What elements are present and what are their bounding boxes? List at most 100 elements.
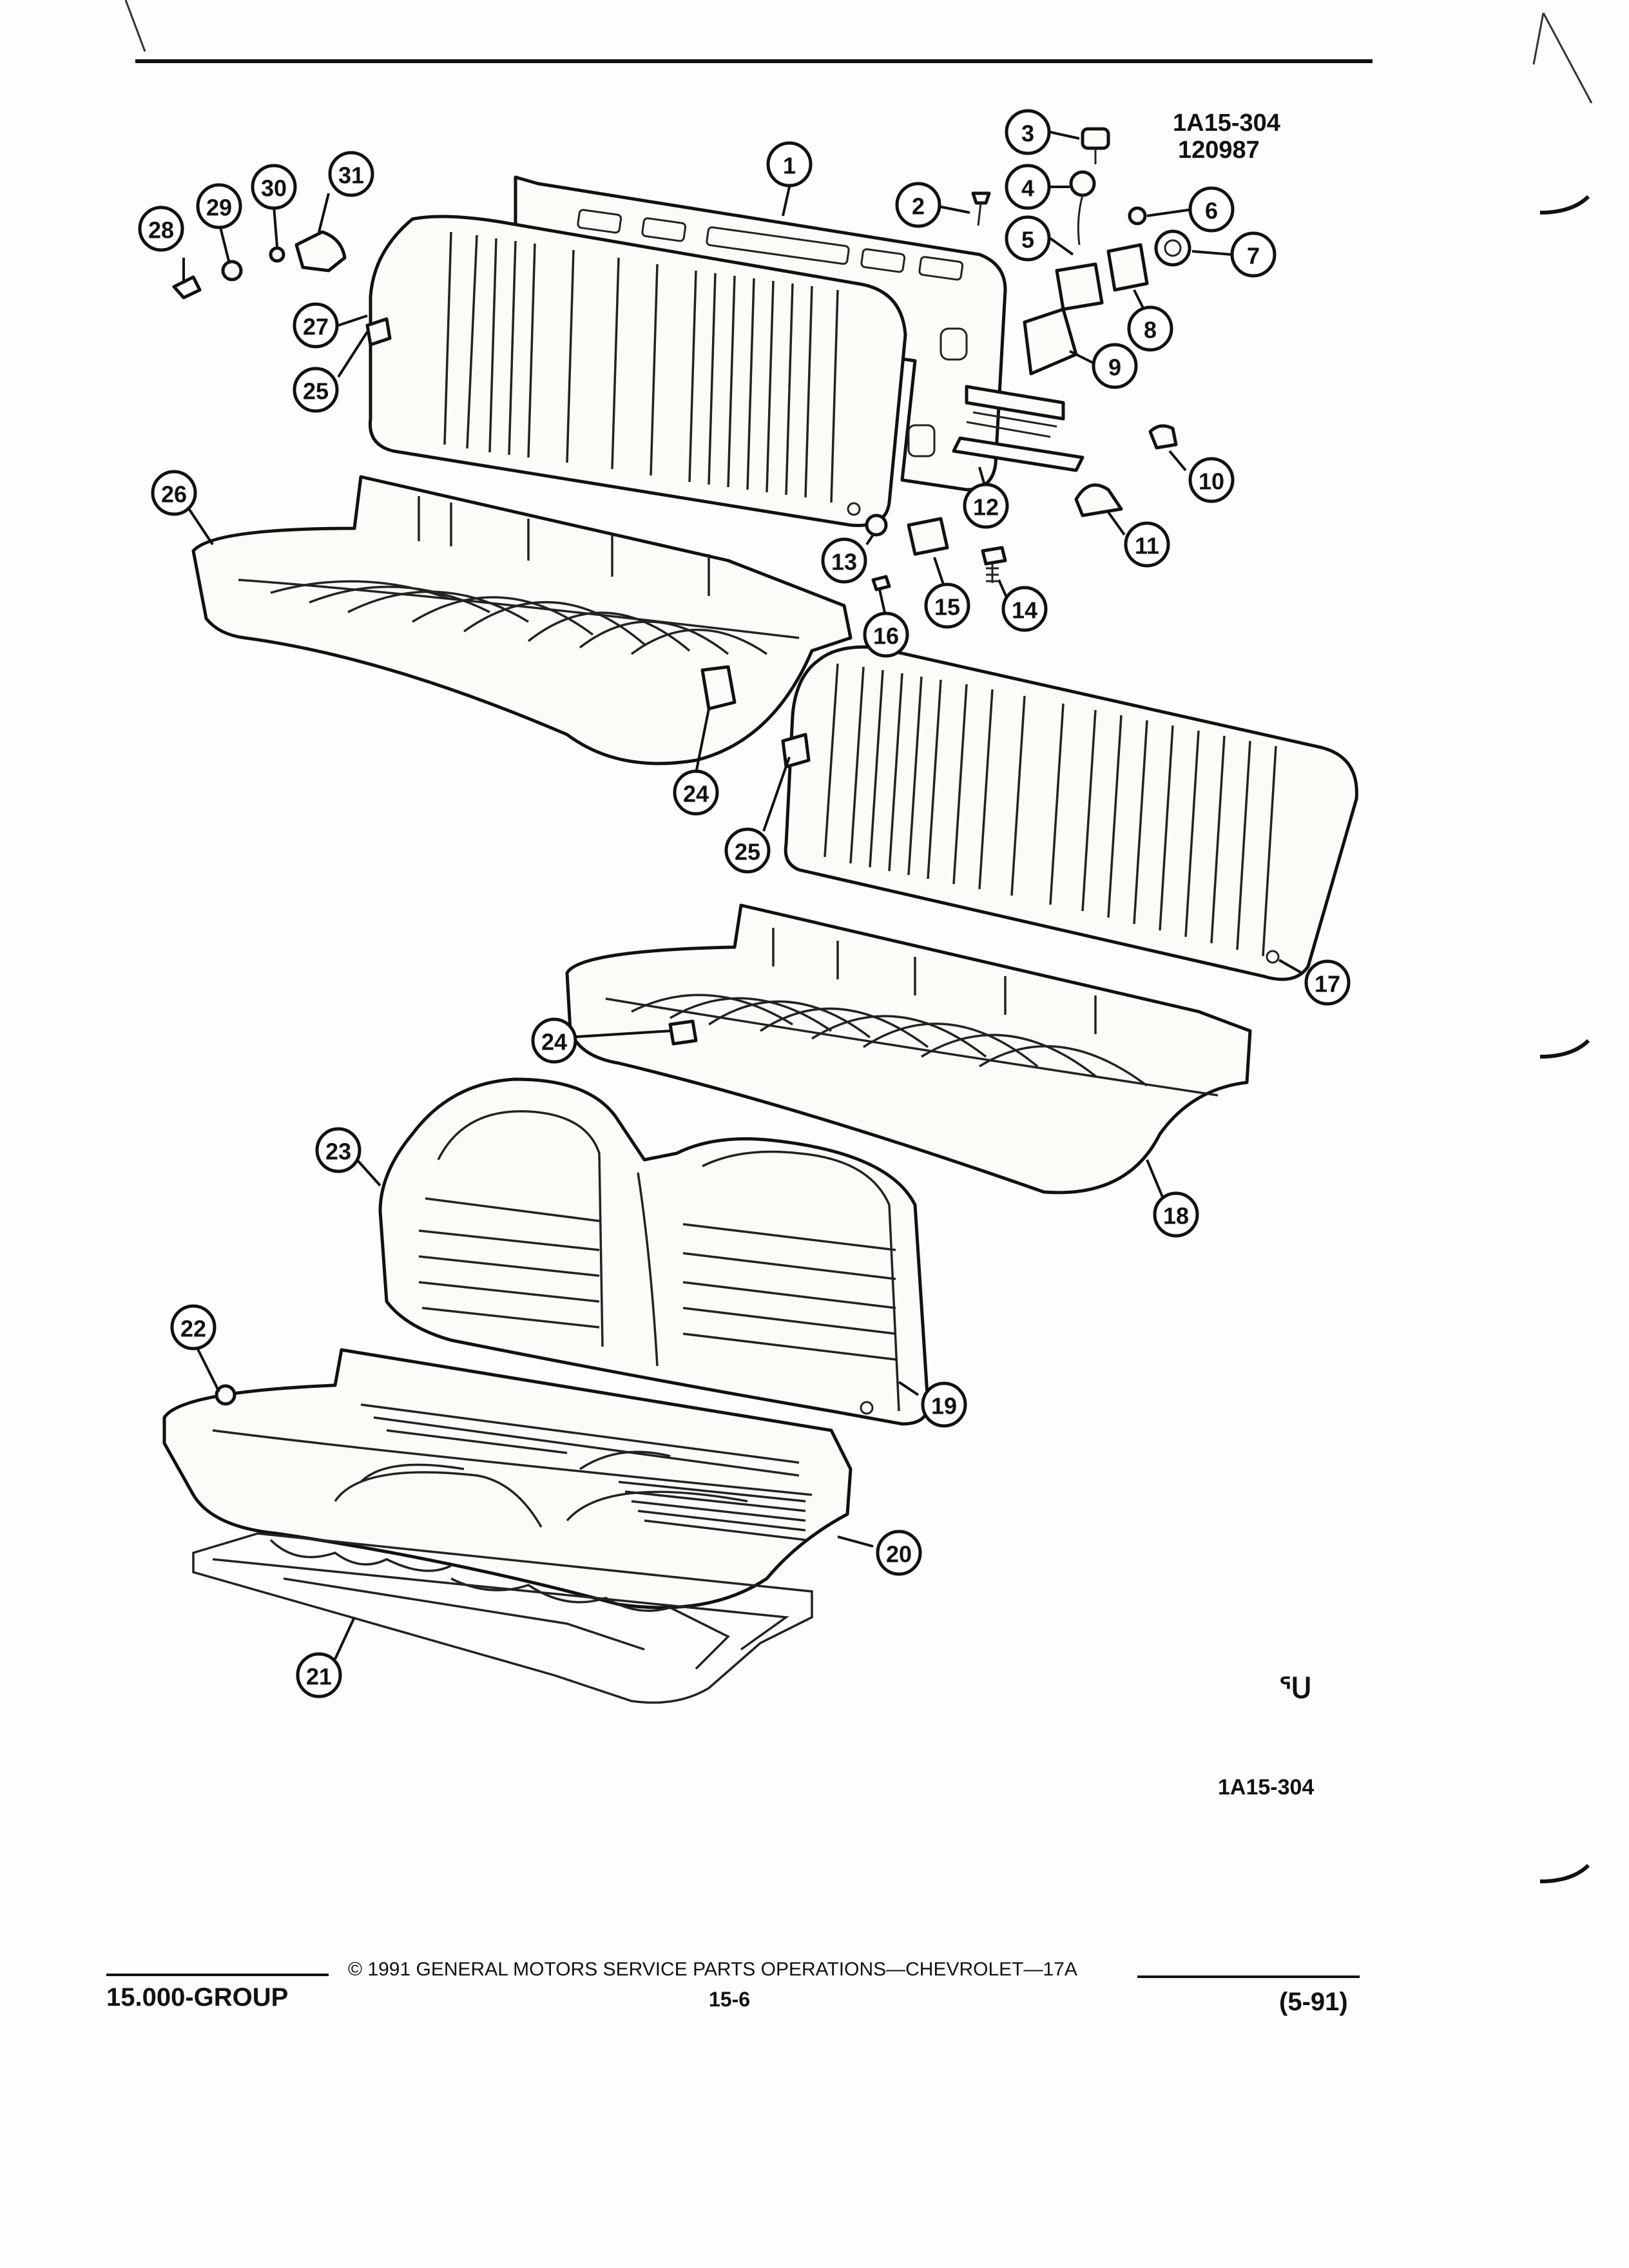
part-10-clip bbox=[1148, 424, 1178, 450]
callout-10: 10 bbox=[1188, 457, 1235, 503]
lower-seat-back bbox=[378, 1077, 930, 1426]
svg-text:22: 22 bbox=[180, 1316, 206, 1342]
callout-4: 4 bbox=[1005, 164, 1051, 210]
svg-text:25: 25 bbox=[735, 839, 760, 865]
part-28-bolt bbox=[172, 275, 202, 300]
callout-21: 21 bbox=[296, 1652, 342, 1698]
figure-number-header: 120987 bbox=[1178, 137, 1260, 164]
svg-text:9: 9 bbox=[1108, 354, 1121, 381]
svg-text:6: 6 bbox=[1205, 198, 1218, 224]
svg-text:25: 25 bbox=[303, 378, 329, 405]
part-8-plate bbox=[1106, 243, 1149, 292]
hardware-parts bbox=[172, 127, 1191, 591]
callout-7: 7 bbox=[1230, 231, 1277, 278]
svg-text:26: 26 bbox=[161, 481, 187, 508]
callout-24-upper: 24 bbox=[673, 769, 719, 816]
svg-text:11: 11 bbox=[1135, 533, 1159, 559]
callout-27: 27 bbox=[293, 302, 339, 349]
svg-text:28: 28 bbox=[148, 217, 174, 244]
part-9-latch bbox=[1023, 307, 1078, 376]
part-30-nut bbox=[269, 246, 285, 263]
part-14-bolt bbox=[981, 546, 1007, 566]
svg-text:13: 13 bbox=[831, 549, 857, 575]
svg-text:2: 2 bbox=[912, 193, 925, 220]
part-25-clip-upper bbox=[365, 317, 392, 347]
leader-lines bbox=[182, 131, 1302, 1660]
callout-22: 22 bbox=[170, 1304, 217, 1350]
svg-text:17: 17 bbox=[1315, 971, 1340, 997]
svg-text:27: 27 bbox=[303, 314, 329, 340]
svg-text:3: 3 bbox=[1021, 120, 1034, 147]
callout-15: 15 bbox=[924, 582, 970, 629]
figure-id-header: 1A15-304 bbox=[1173, 110, 1280, 137]
mark-symbol: ᕐᑌ bbox=[1279, 1673, 1312, 1704]
binder-hole-mark bbox=[1539, 195, 1590, 215]
callout-29: 29 bbox=[196, 183, 242, 229]
svg-text:21: 21 bbox=[306, 1664, 332, 1690]
callout-9: 9 bbox=[1092, 343, 1138, 389]
svg-text:18: 18 bbox=[1163, 1203, 1189, 1229]
callout-18: 18 bbox=[1153, 1191, 1199, 1238]
part-5-cable bbox=[1077, 195, 1084, 245]
callout-26: 26 bbox=[151, 470, 197, 516]
callout-16: 16 bbox=[863, 611, 909, 658]
lower-seat-cushion bbox=[162, 1348, 853, 1610]
callout-23: 23 bbox=[315, 1127, 361, 1173]
svg-text:20: 20 bbox=[886, 1541, 912, 1568]
callout-2: 2 bbox=[895, 182, 941, 228]
callout-5: 5 bbox=[1005, 215, 1051, 262]
scan-edge-mark bbox=[1532, 12, 1545, 65]
middle-seat-back bbox=[781, 645, 1358, 981]
part-15-spacer bbox=[907, 517, 949, 556]
footer-page-number: 15-6 bbox=[709, 1988, 751, 2011]
svg-text:14: 14 bbox=[1012, 597, 1037, 624]
callout-30: 30 bbox=[251, 164, 297, 210]
svg-text:5: 5 bbox=[1021, 227, 1034, 253]
callout-20: 20 bbox=[876, 1530, 922, 1576]
callout-28: 28 bbox=[138, 206, 184, 252]
svg-text:19: 19 bbox=[931, 1393, 957, 1419]
svg-text:12: 12 bbox=[973, 494, 999, 521]
callout-25-middle: 25 bbox=[724, 827, 771, 874]
svg-text:7: 7 bbox=[1247, 243, 1260, 269]
callout-12: 12 bbox=[963, 483, 1009, 529]
callout-11: 11 bbox=[1124, 521, 1170, 568]
callout-14: 14 bbox=[1001, 586, 1048, 632]
svg-text:1: 1 bbox=[783, 153, 796, 179]
lower-seat-frame bbox=[192, 1532, 813, 1704]
svg-text:30: 30 bbox=[261, 175, 287, 202]
binder-hole-mark bbox=[1539, 1863, 1590, 1883]
scan-edge-mark bbox=[1542, 12, 1593, 104]
part-31-hinge bbox=[294, 230, 347, 273]
upper-seat-cushion bbox=[191, 475, 853, 765]
callout-19: 19 bbox=[921, 1381, 967, 1428]
callout-17: 17 bbox=[1304, 959, 1351, 1006]
part-3-bolt bbox=[1081, 127, 1110, 150]
footer-date: (5-91) bbox=[1279, 1988, 1348, 2016]
callout-8: 8 bbox=[1127, 305, 1173, 352]
seat-rail bbox=[952, 385, 1084, 472]
svg-text:24: 24 bbox=[541, 1029, 567, 1055]
part-4-grommet bbox=[1069, 170, 1096, 197]
svg-text:31: 31 bbox=[338, 162, 364, 189]
footer-group: 15.000-GROUP bbox=[106, 1983, 289, 2012]
part-13-washer bbox=[865, 514, 888, 537]
part-5-plate bbox=[1055, 262, 1104, 311]
svg-text:10: 10 bbox=[1199, 468, 1224, 495]
callout-24-middle: 24 bbox=[531, 1017, 577, 1064]
callout-6: 6 bbox=[1188, 186, 1235, 233]
callout-13: 13 bbox=[821, 537, 867, 584]
part-2-screw bbox=[971, 191, 991, 205]
svg-text:8: 8 bbox=[1144, 317, 1157, 343]
scan-edge-mark bbox=[124, 0, 146, 52]
callout-1: 1 bbox=[766, 141, 813, 187]
part-6-nut bbox=[1128, 206, 1147, 226]
middle-seat-cushion bbox=[565, 903, 1252, 1195]
callout-3: 3 bbox=[1005, 109, 1051, 155]
svg-text:15: 15 bbox=[934, 594, 960, 620]
part-29-washer bbox=[221, 260, 243, 282]
callout-31: 31 bbox=[328, 151, 374, 197]
